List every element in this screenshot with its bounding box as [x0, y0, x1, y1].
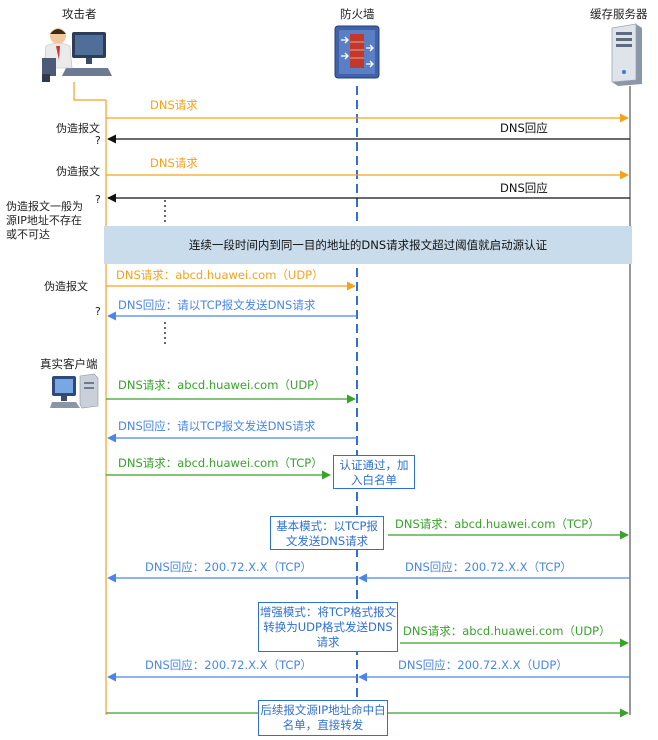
server-icon: [611, 23, 642, 86]
auth-pass-note: 认证通过，加入白名单: [333, 455, 415, 489]
msg-dns-response-tcp-client: DNS回应：200.72.X.X（TCP）: [145, 560, 312, 574]
msg-dns-request-udp-server: DNS请求：abcd.huawei.com（UDP）: [403, 624, 611, 638]
threshold-banner-text: 连续一段时间内到同一目的地址的DNS请求报文超过阈值就启动源认证: [188, 238, 548, 252]
enhanced-mode-note: 增强模式：将TCP格式报文转换为UDP格式发送DNS请求: [258, 602, 398, 652]
forged-label-2: 伪造报文: [56, 165, 100, 178]
unknown-mark-1: ?: [95, 134, 101, 147]
msg-dns-response-1: DNS回应: [500, 121, 548, 135]
client-computer-icon: [50, 373, 99, 409]
forged-note: 伪造报文一般为源IP地址不存在或不可达: [6, 200, 83, 241]
forged-label-3: 伪造报文: [44, 280, 88, 293]
msg-dns-request-1: DNS请求: [150, 98, 198, 112]
attacker-label: 攻击者: [62, 7, 97, 21]
firewall-icon: [334, 25, 380, 79]
threshold-banner: 连续一段时间内到同一目的地址的DNS请求报文超过阈值就启动源认证: [104, 226, 632, 264]
msg-dns-response-udp-server: DNS回应：200.72.X.X（UDP）: [398, 658, 568, 672]
attacker-icon: [42, 28, 112, 82]
msg-dns-response-tcp-hint-client: DNS回应：请以TCP报文发送DNS请求: [118, 419, 316, 433]
attacker-connector: [73, 82, 106, 101]
server-label: 缓存服务器: [590, 7, 648, 21]
msg-dns-request-2: DNS请求: [150, 156, 198, 170]
forged-label-1: 伪造报文: [56, 122, 100, 135]
msg-dns-request-udp-client: DNS请求：abcd.huawei.com（UDP）: [118, 378, 326, 392]
basic-mode-note: 基本模式：以TCP报文发送DNS请求: [270, 516, 384, 550]
msg-dns-request-udp-attacker: DNS请求：abcd.huawei.com（UDP）: [116, 268, 324, 282]
unknown-mark-2: ?: [95, 193, 101, 206]
client-label: 真实客户端: [40, 357, 98, 371]
msg-dns-request-tcp-client: DNS请求：abcd.huawei.com（TCP）: [118, 456, 323, 470]
unknown-mark-3: ?: [95, 305, 101, 318]
msg-dns-response-tcp-client-2: DNS回应：200.72.X.X（TCP）: [145, 658, 312, 672]
firewall-label: 防火墙: [340, 7, 375, 21]
followup-note: 后续报文源IP地址命中白名单，直接转发: [258, 700, 388, 736]
msg-dns-response-2: DNS回应: [500, 181, 548, 195]
msg-dns-response-tcp-hint-attacker: DNS回应：请以TCP报文发送DNS请求: [118, 298, 316, 312]
msg-dns-response-tcp-server: DNS回应：200.72.X.X（TCP）: [405, 560, 572, 574]
msg-dns-request-tcp-server: DNS请求：abcd.huawei.com（TCP）: [395, 517, 600, 531]
